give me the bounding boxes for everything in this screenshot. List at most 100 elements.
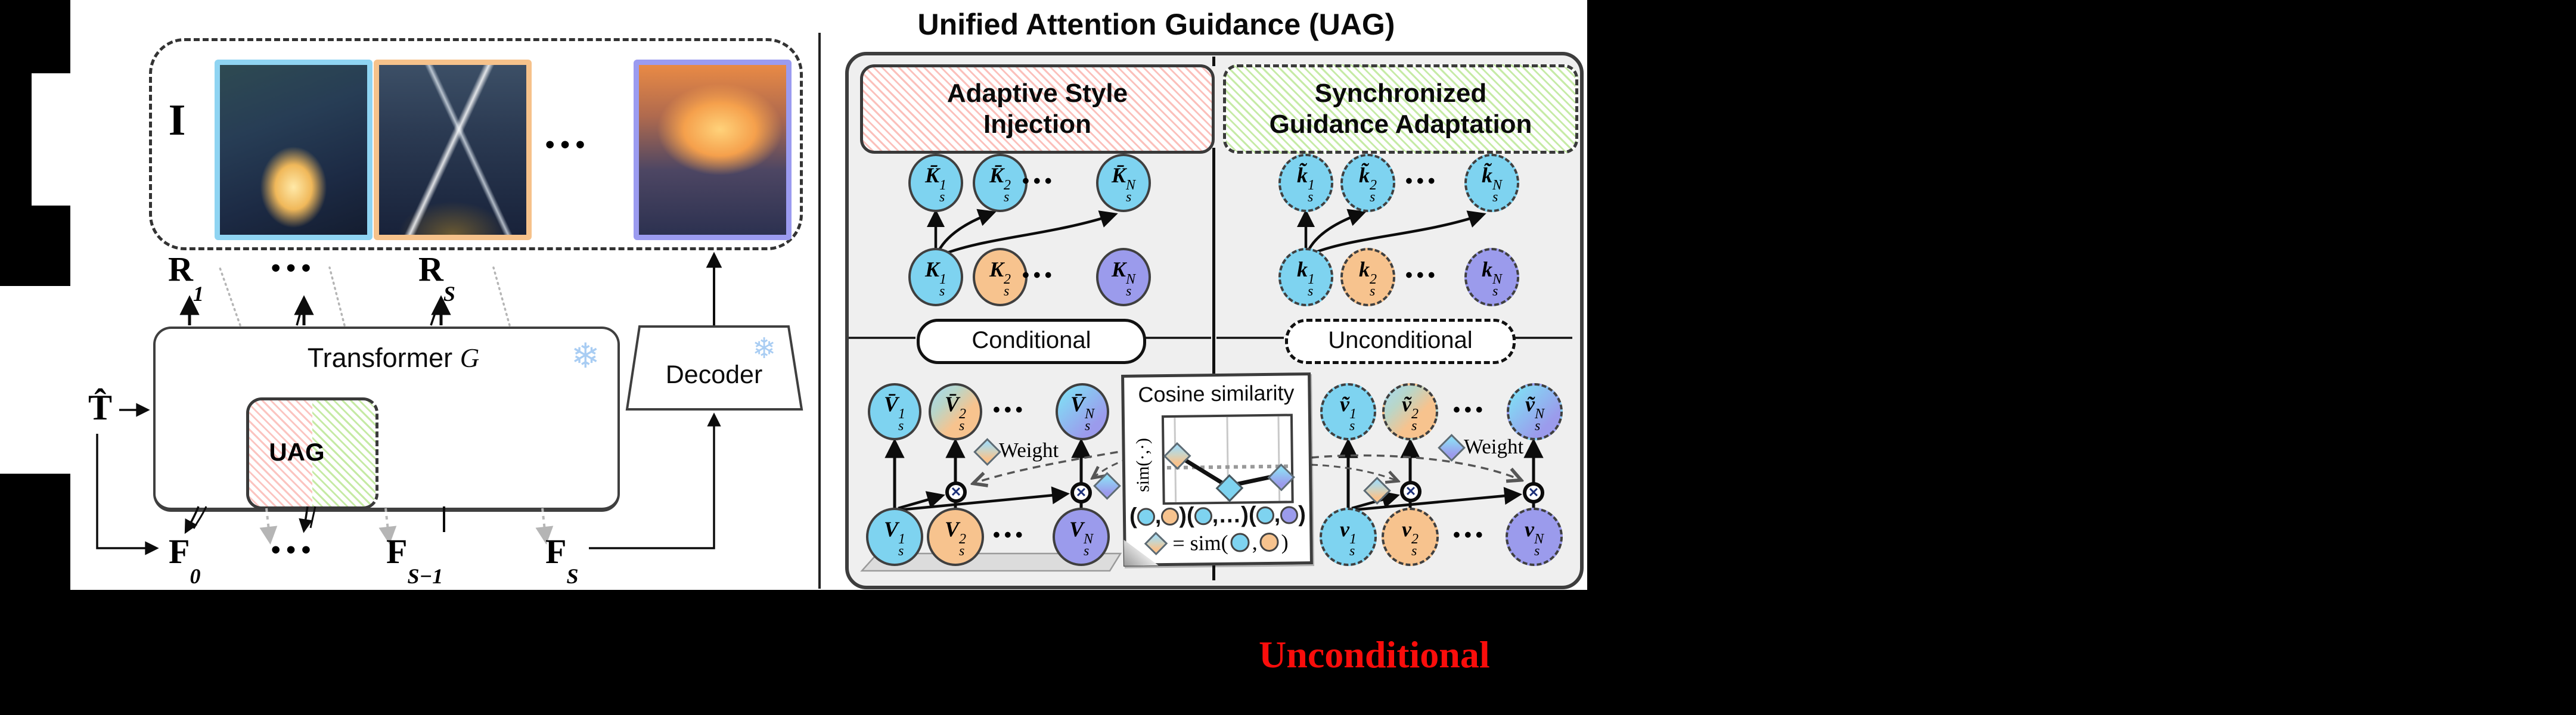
note-diamond-icon [1144, 531, 1168, 556]
uag-panel-title: Unified Attention Guidance (UAG) [917, 8, 1395, 41]
weight-label: Weight [999, 439, 1059, 462]
style-image-3 [634, 60, 792, 240]
cosine-legend: (,)(,…)(,) [1129, 502, 1306, 530]
left-edge-notch [0, 474, 70, 591]
image-set-container [149, 38, 803, 250]
conditional-pill: Conditional [917, 319, 1146, 364]
snowflake-icon: ❄ [571, 337, 600, 375]
left-edge-notch [0, 206, 70, 286]
t-hat-text: T̂ [88, 388, 113, 427]
multiply-node-icon: ✕ [1400, 481, 1422, 502]
transformer-label: Transformer G [250, 343, 536, 374]
row-ellipsis: ••• [1453, 524, 1487, 546]
weight-label: Weight [1464, 435, 1524, 458]
multiply-node-icon: ✕ [1070, 482, 1092, 503]
row-ellipsis: ••• [1453, 399, 1487, 421]
unconditional-caption: Unconditional [1259, 633, 1490, 676]
uag-inner-label: UAG [269, 438, 325, 466]
unconditional-pill: Unconditional [1285, 319, 1516, 364]
asi-line2: Injection [983, 110, 1091, 139]
cosine-note: = sim(,) [1126, 529, 1309, 557]
legend-pair: (,) [1248, 502, 1306, 528]
adaptive-style-injection-header: Adaptive Style Injection [860, 64, 1215, 154]
uag-pink-hatch [249, 400, 312, 506]
asi-line1: Adaptive Style [946, 79, 1128, 108]
style-image-2 [374, 60, 532, 240]
cosine-plot [1161, 414, 1295, 505]
row-ellipsis: ••• [993, 399, 1027, 421]
synchronized-guidance-adaptation-header: Synchronized Guidance Adaptation [1223, 64, 1578, 154]
column-divider-mid [1212, 148, 1215, 374]
row-ellipsis: ••• [993, 524, 1027, 546]
multiply-node-icon: ✕ [1523, 482, 1544, 503]
row-ellipsis: ••• [1022, 264, 1056, 287]
r-row-ellipsis: ••• [271, 253, 317, 282]
transformer-text: Transformer [307, 343, 453, 373]
left-edge-notch [0, 0, 32, 206]
cosine-title: Cosine similarity [1138, 380, 1295, 407]
f-row-ellipsis: ••• [271, 535, 317, 564]
style-image-1 [215, 60, 373, 240]
sga-line1: Synchronized [1314, 79, 1487, 108]
sga-line2: Guidance Adaptation [1269, 110, 1532, 139]
column-divider-top [1212, 57, 1215, 66]
row-ellipsis: ••• [1022, 170, 1056, 192]
row-ellipsis: ••• [1405, 170, 1439, 192]
cosine-similarity-inset: Cosine similarity sim(·,·) (,)(,…)(,) = … [1121, 372, 1313, 567]
images-ellipsis: ••• [545, 130, 591, 159]
uag-green-hatch [312, 400, 375, 506]
legend-pair: (,) [1129, 503, 1187, 529]
column-divider-bottom [1212, 562, 1215, 580]
legend-pair: (,…) [1186, 502, 1249, 529]
t-hat-input-label: T̂ [76, 387, 124, 428]
multiply-node-icon: ✕ [945, 481, 967, 503]
cosine-ylabel: sim(·,·) [1132, 437, 1153, 493]
